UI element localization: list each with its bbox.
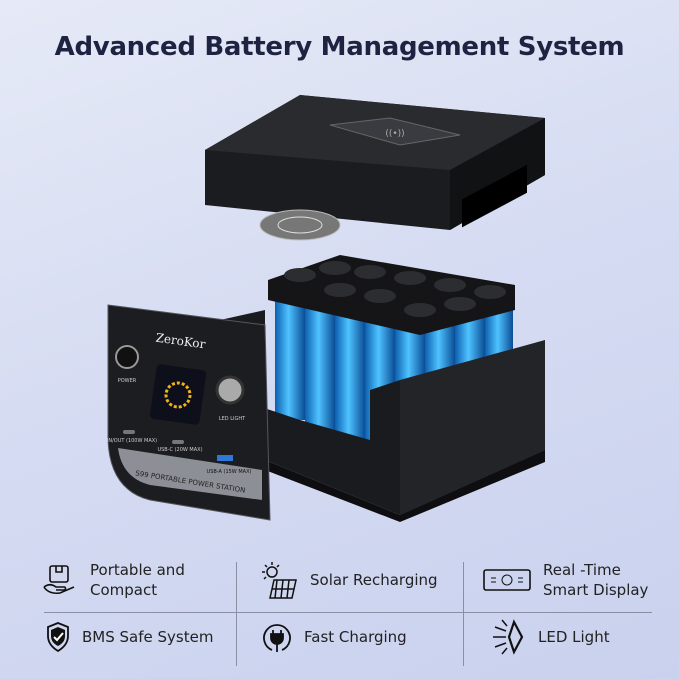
feature-label: Fast Charging	[304, 628, 407, 646]
feature-label: LED Light	[538, 628, 610, 646]
port-label-power: POWER	[118, 378, 137, 384]
plug-icon	[263, 624, 291, 652]
feature-label: Smart Display	[543, 581, 649, 599]
feature-fast-charging: Fast Charging	[262, 622, 407, 652]
solar-panel-icon	[262, 562, 297, 599]
brand-logo: ZeroKor	[155, 331, 207, 352]
hand-box-icon	[43, 565, 75, 595]
divider	[236, 562, 237, 666]
display-icon	[483, 569, 531, 591]
port-label-usb-c: USB-C (20W MAX)	[157, 447, 202, 453]
svg-text:((•)): ((•))	[385, 129, 404, 139]
feature-label: BMS Safe System	[82, 628, 214, 646]
divider	[44, 612, 652, 613]
front-panel: S99 PORTABLE POWER STATION ZeroKor POWER…	[107, 304, 271, 521]
port-label-usb-a: USB-A (15W MAX)	[207, 469, 252, 475]
page-title: Advanced Battery Management System	[54, 32, 625, 62]
product-exploded-view: ((•)) S99 PORTABLE POWER STATION ZeroKor…	[107, 95, 545, 522]
feature-bms: BMS Safe System	[46, 622, 213, 652]
led-light-icon	[493, 619, 524, 655]
port-label-inout: IN/OUT (100W MAX)	[107, 438, 157, 444]
feature-label: Solar Recharging	[310, 571, 438, 589]
feature-label: Portable and	[90, 561, 185, 579]
feature-solar: Solar Recharging	[258, 560, 438, 600]
divider	[463, 562, 464, 666]
feature-label: Real -Time	[543, 561, 621, 579]
top-lid: ((•))	[205, 95, 545, 230]
base-housing	[220, 310, 545, 522]
feature-label: Compact	[90, 581, 158, 599]
feature-led-light: LED Light	[490, 618, 610, 656]
port-label-led: LED LIGHT	[219, 416, 246, 422]
shield-check-icon	[47, 622, 69, 652]
